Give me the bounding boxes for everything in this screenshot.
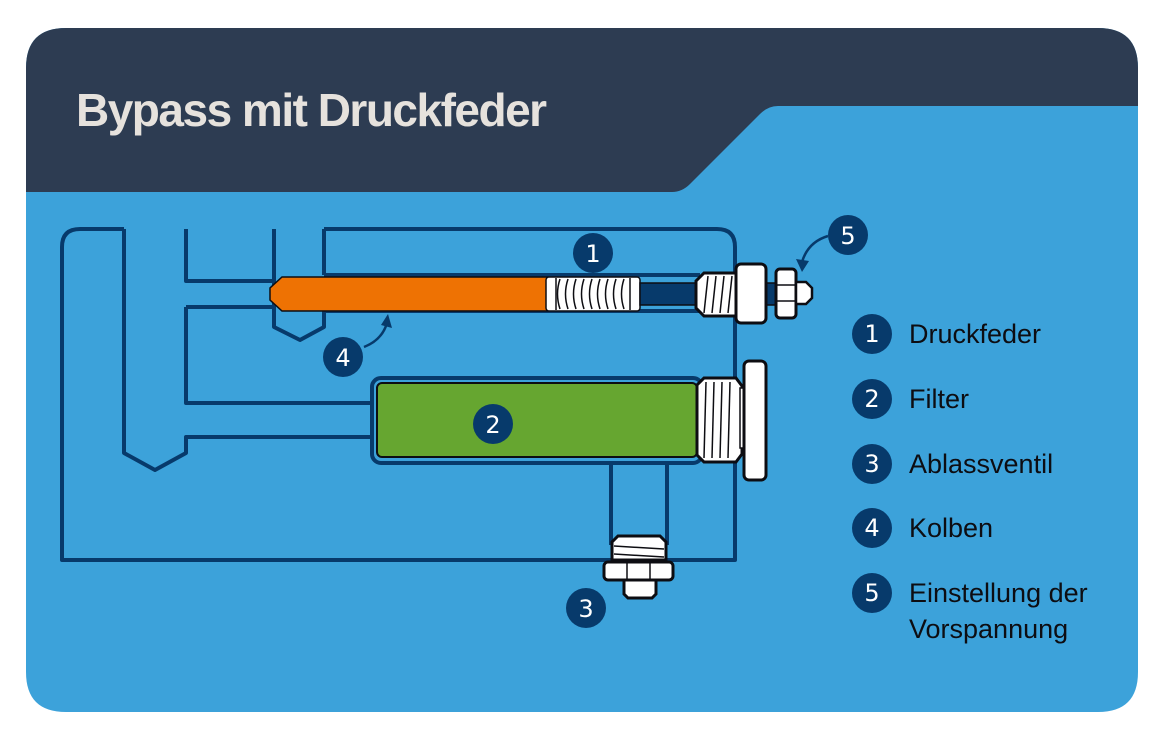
legend-badge: 3 bbox=[852, 444, 892, 484]
svg-text:4: 4 bbox=[335, 344, 350, 372]
legend-label: Druckfeder bbox=[909, 319, 1042, 349]
header-band bbox=[26, 28, 1138, 192]
legend-item-druckfeder: 1 Druckfeder bbox=[852, 314, 1041, 354]
legend-badge: 2 bbox=[852, 379, 892, 419]
badge-1: 1 bbox=[573, 233, 613, 273]
badge-2: 2 bbox=[473, 404, 513, 444]
adjuster-bolt bbox=[694, 262, 768, 325]
legend-badge: 5 bbox=[852, 573, 892, 613]
preload-nut bbox=[774, 267, 814, 320]
badge-5: 5 bbox=[828, 215, 868, 255]
compression-spring bbox=[545, 276, 641, 312]
filter-cap bbox=[695, 359, 768, 482]
drain-valve bbox=[602, 534, 675, 600]
svg-text:2: 2 bbox=[485, 411, 500, 439]
legend-label: Ablassventil bbox=[909, 449, 1054, 479]
svg-text:3: 3 bbox=[578, 595, 593, 623]
legend-label: Kolben bbox=[909, 513, 994, 543]
legend-item-filter: 2 Filter bbox=[852, 379, 969, 419]
legend-label: Filter bbox=[909, 384, 969, 414]
legend-item-vorspannung: 5 Einstellung der Vorspannung bbox=[852, 573, 1088, 647]
piston bbox=[269, 276, 549, 312]
badge-4: 4 bbox=[323, 337, 363, 377]
legend-badge: 1 bbox=[852, 314, 892, 354]
svg-text:1: 1 bbox=[585, 240, 600, 268]
arrow-5-icon bbox=[800, 234, 829, 263]
legend-item-kolben: 4 Kolben bbox=[852, 508, 993, 548]
page-title: Bypass mit Druckfeder bbox=[76, 84, 547, 136]
legend-item-ablassventil: 3 Ablassventil bbox=[852, 444, 1053, 484]
badge-3: 3 bbox=[566, 588, 606, 628]
legend-badge: 4 bbox=[852, 508, 892, 548]
svg-text:5: 5 bbox=[840, 222, 855, 250]
filter-element bbox=[376, 382, 698, 458]
legend-label: Einstellung der Vorspannung bbox=[909, 578, 1088, 644]
